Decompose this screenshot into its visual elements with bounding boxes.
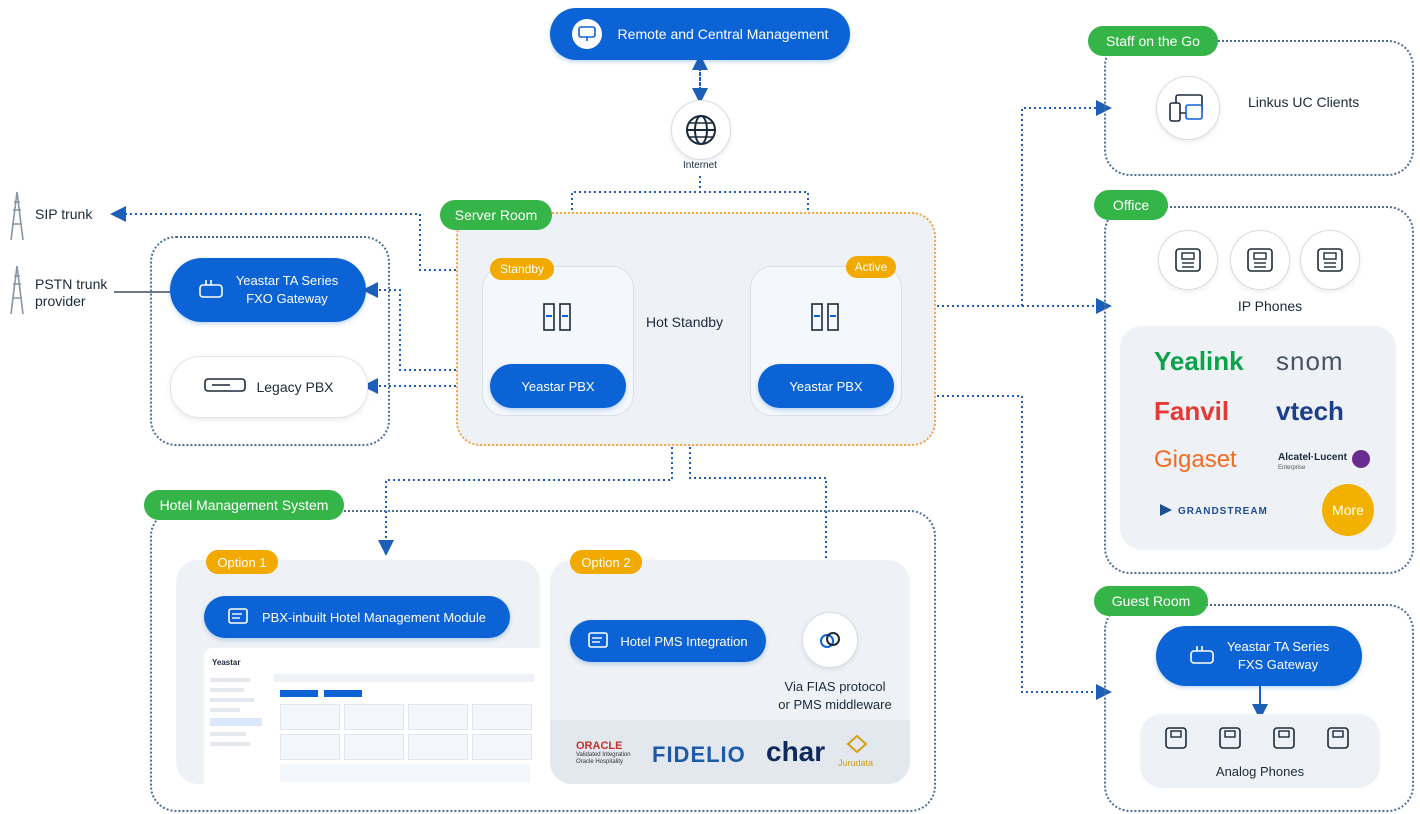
pms-icon <box>588 631 610 652</box>
pbx-standby-pill: Yeastar PBX <box>490 364 626 408</box>
gateway-icon <box>198 279 224 302</box>
guest-group <box>1104 604 1414 812</box>
via-line1: Via FIAS protocol <box>784 679 886 694</box>
analog-card <box>1140 714 1380 788</box>
guest-label: Guest Room <box>1094 586 1208 616</box>
active-badge: Active <box>846 256 896 278</box>
screenshot-logo: Yeastar <box>212 658 241 667</box>
oracle-sub: Validated Integration Oracle Hospitality <box>576 752 631 766</box>
partner-strip <box>550 720 910 784</box>
ip-phone-icon <box>1158 230 1218 290</box>
ip-phone-icon <box>1230 230 1290 290</box>
fanvil-logo: Fanvil <box>1154 396 1230 426</box>
hotel-group <box>150 510 936 812</box>
linkus-label: Linkus UC Clients <box>1248 94 1360 110</box>
oracle-sub2: Oracle Hospitality <box>576 759 624 765</box>
remote-management-pill: Remote and Central Management <box>550 8 850 60</box>
pstn-label: PSTN trunk provider <box>35 276 107 310</box>
module-screenshot: Yeastar <box>204 648 540 784</box>
analog-phone-icon <box>1272 726 1296 755</box>
alcatel-logo: Alcatel·Lucent <box>1278 452 1347 463</box>
ip-phones-label: IP Phones <box>1237 298 1303 314</box>
option2-badge: Option 2 <box>570 550 642 574</box>
legacy-pbx-card: Legacy PBX <box>170 356 368 418</box>
connector-staff <box>932 100 1112 307</box>
fxs-gateway-pill: Yeastar TA Series FXS Gateway <box>1156 626 1362 686</box>
ip-phone-icon <box>1300 230 1360 290</box>
pstn-tower-icon <box>8 264 26 321</box>
fxs-line1: Yeastar TA Series <box>1226 639 1330 654</box>
devices-icon <box>1156 76 1220 140</box>
via-label: Via FIAS protocol or PMS middleware <box>770 678 900 714</box>
legacy-pbx-label: Legacy PBX <box>256 379 334 395</box>
analog-phone-icon <box>1326 726 1350 755</box>
pstn-line1: PSTN trunk <box>35 276 108 292</box>
pbx-active-pill: Yeastar PBX <box>758 364 894 408</box>
analog-phone-icon <box>1164 726 1188 755</box>
jurudata-mark <box>846 734 868 759</box>
connector-fxo <box>362 282 456 371</box>
analog-phone-icon <box>1218 726 1242 755</box>
link-icon <box>802 612 858 668</box>
oracle-logo: ORACLE <box>576 740 623 752</box>
module-label: PBX-inbuilt Hotel Management Module <box>261 609 486 625</box>
sip-trunk-label: SIP trunk <box>35 206 93 222</box>
alcatel-sub: Enterprise <box>1278 465 1306 471</box>
fxo-line1: Yeastar TA Series <box>235 273 339 288</box>
pbx-active-icon <box>798 298 854 343</box>
hotel-label: Hotel Management System <box>144 490 344 520</box>
hot-standby-label: Hot Standby <box>646 314 724 330</box>
globe-icon <box>671 100 731 160</box>
module-icon <box>228 607 250 628</box>
connector-guest <box>932 395 1112 700</box>
office-label: Office <box>1094 190 1168 220</box>
server-room-label: Server Room <box>440 200 552 230</box>
connector-option2 <box>689 442 834 616</box>
staff-label: Staff on the Go <box>1088 26 1218 56</box>
pms-label: Hotel PMS Integration <box>620 633 748 649</box>
staff-group <box>1104 40 1414 176</box>
oracle-sub1: Validated Integration <box>576 752 631 758</box>
option1-badge: Option 1 <box>206 550 278 574</box>
sip-tower-icon <box>8 190 26 247</box>
more-button[interactable]: More <box>1322 484 1374 536</box>
fxs-gateway-icon <box>1189 645 1215 668</box>
connector-option1 <box>378 442 673 556</box>
char-logo: char <box>766 736 826 767</box>
pbx-standby-icon <box>530 298 586 343</box>
fxs-line2: FXS Gateway <box>1237 657 1319 672</box>
jurudata-logo: Jurudata <box>838 758 874 768</box>
analog-phones-label: Analog Phones <box>1215 764 1305 779</box>
gigaset-logo: Gigaset <box>1154 446 1237 473</box>
standby-badge: Standby <box>490 258 554 280</box>
pstn-line2: provider <box>35 293 86 309</box>
remote-management-label: Remote and Central Management <box>617 26 829 42</box>
gateway-group <box>150 236 390 446</box>
vtech-logo: vtech <box>1276 396 1344 426</box>
monitor-icon <box>571 19 602 49</box>
fidelio-logo: FIDELIO <box>652 742 746 767</box>
module-pill: PBX-inbuilt Hotel Management Module <box>204 596 510 638</box>
fxo-gateway-pill: Yeastar TA Series FXO Gateway <box>170 258 366 322</box>
yealink-logo: Yealink <box>1154 346 1244 376</box>
alcatel-mark <box>1352 450 1370 468</box>
via-line2: or PMS middleware <box>778 697 892 712</box>
snom-logo: snom <box>1276 346 1344 376</box>
fxo-line2: FXO Gateway <box>246 291 328 306</box>
legacy-pbx-icon <box>204 376 247 399</box>
office-group <box>1104 206 1414 574</box>
grandstream-mark <box>1158 502 1174 523</box>
pms-pill: Hotel PMS Integration <box>570 620 766 662</box>
internet-label: Internet <box>683 160 717 171</box>
grandstream-logo: GRANDSTREAM <box>1178 506 1268 517</box>
